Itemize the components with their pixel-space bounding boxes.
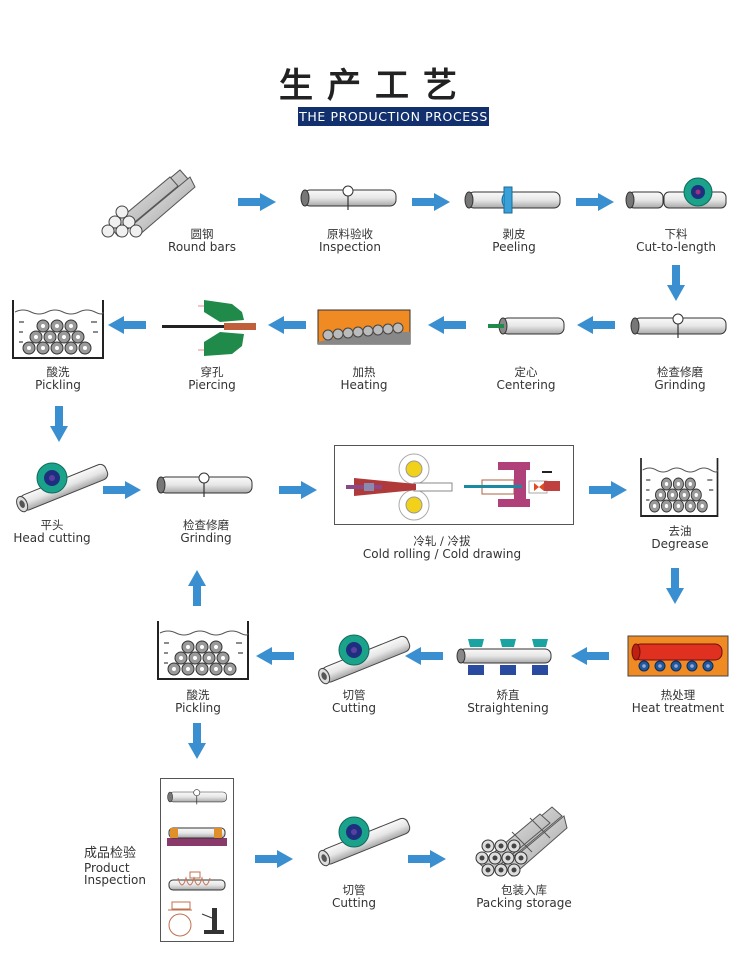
arrow-right-icon: [279, 481, 317, 499]
furnace-icon: [317, 309, 411, 345]
page-title: 生产工艺: [279, 66, 471, 106]
step-centering: [488, 316, 568, 340]
label-piercing: 穿孔 Piercing: [188, 365, 236, 392]
arrow-left-icon: [428, 316, 466, 334]
arrow-right-icon: [589, 481, 627, 499]
tube-centering-icon: [488, 317, 565, 335]
step-product-inspection: [160, 778, 234, 946]
label-cutting-1: 切管 Cutting: [332, 688, 376, 715]
tube-probe-icon: [156, 472, 253, 498]
label-packing-storage: 包装入库 Packing storage: [476, 883, 572, 910]
arrow-down-icon: [50, 406, 68, 442]
step-straightening: [456, 639, 556, 683]
step-cutting-1: [314, 628, 419, 686]
label-cold-rolling: 冷轧 / 冷拔 Cold rolling / Cold drawing: [362, 534, 522, 561]
arrow-down-icon: [188, 723, 206, 759]
tube-bundle-icon: [475, 806, 568, 877]
arrow-left-icon: [108, 316, 146, 334]
label-straightening: 矫直 Straightening: [467, 688, 549, 715]
label-degrease: 去油 Degrease: [651, 524, 709, 551]
step-grinding-1: [630, 313, 730, 346]
label-inspection: 原料验收 Inspection: [319, 227, 381, 254]
label-round-bars: 圆钢 Round bars: [168, 227, 236, 254]
page-subtitle-banner: THE PRODUCTION PROCESS: [298, 107, 489, 126]
label-grinding-2: 检查修磨 Grinding: [180, 518, 232, 545]
degrease-tank-icon: [640, 457, 719, 517]
arrow-right-icon: [412, 193, 450, 211]
arrow-down-icon: [666, 568, 684, 604]
label-centering: 定心 Centering: [496, 365, 556, 392]
arrow-right-icon: [255, 850, 293, 868]
saw-blade-icon: [13, 462, 111, 514]
step-inspection: [300, 185, 400, 218]
tube-probe-icon: [300, 185, 397, 211]
label-cut-to-length: 下料 Cut-to-length: [636, 227, 716, 254]
step-grinding-2: [156, 472, 256, 505]
heat-furnace-icon: [627, 635, 729, 677]
arrow-right-icon: [408, 850, 446, 868]
step-cutting-2: [314, 808, 419, 868]
label-product-inspection: 成品检验 Product Inspection: [84, 846, 146, 887]
label-cutting-2: 切管 Cutting: [332, 883, 376, 910]
piercing-die-icon: [162, 300, 256, 356]
tube-peeling-icon: [464, 186, 561, 214]
tube-probe-icon: [630, 313, 727, 339]
label-peeling: 剥皮 Peeling: [492, 227, 536, 254]
label-heating: 加热 Heating: [340, 365, 388, 392]
step-heat-treatment: [627, 635, 729, 682]
label-pickling-1: 酸洗 Pickling: [35, 365, 81, 392]
step-round-bars: [100, 165, 196, 244]
step-cut-to-length: [625, 170, 728, 219]
step-degrease: [640, 457, 721, 524]
step-heating: [317, 309, 411, 350]
arrow-right-icon: [103, 481, 141, 499]
step-piercing: [162, 298, 262, 362]
arrow-left-icon: [571, 647, 609, 665]
rolling-mill-icon: [334, 445, 574, 525]
step-peeling: [464, 185, 564, 219]
step-pickling-2: [157, 620, 250, 687]
acid-tank-icon: [12, 299, 104, 359]
step-pickling-1: [12, 299, 105, 366]
step-head-cutting: [12, 456, 117, 514]
label-heat-treatment: 热处理 Heat treatment: [631, 688, 725, 715]
saw-blade-icon: [315, 816, 413, 868]
label-head-cutting: 平头 Head cutting: [13, 518, 91, 545]
arrow-down-icon: [667, 265, 685, 301]
arrow-left-icon: [256, 647, 294, 665]
saw-blade-icon: [625, 177, 727, 209]
inspection-panel-icon: [160, 778, 234, 942]
arrow-right-icon: [576, 193, 614, 211]
step-cold-rolling: [334, 445, 574, 529]
arrow-left-icon: [577, 316, 615, 334]
arrow-up-icon: [188, 570, 206, 606]
acid-tank-icon: [157, 620, 249, 680]
arrow-left-icon: [268, 316, 306, 334]
label-grinding-1: 检查修磨 Grinding: [654, 365, 706, 392]
step-packing-storage: [472, 802, 568, 886]
bar-bundle-icon: [101, 169, 196, 238]
saw-blade-icon: [315, 634, 413, 686]
arrow-right-icon: [238, 193, 276, 211]
label-pickling-2: 酸洗 Pickling: [175, 688, 221, 715]
straightener-icon: [456, 639, 552, 675]
